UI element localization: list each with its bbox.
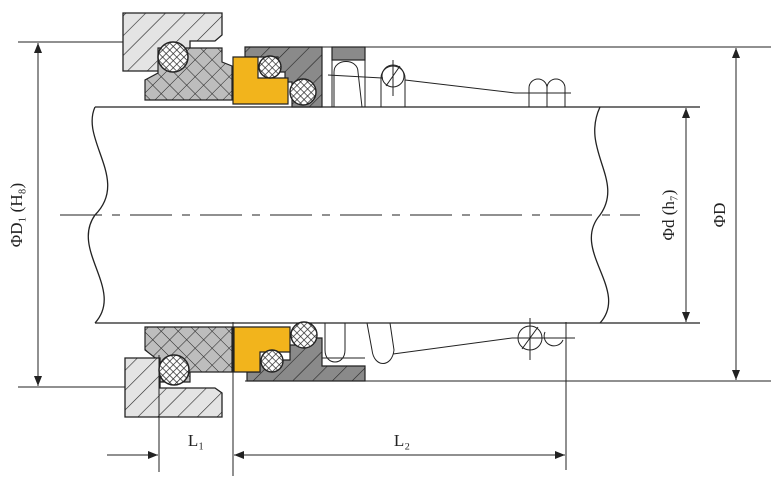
d1-label: ΦD₁ (H₈): [7, 183, 26, 247]
l1-label: L₁: [188, 431, 204, 450]
spring-top: [327, 46, 571, 108]
extension-lines: [158, 322, 567, 476]
spring-bottom: [322, 322, 575, 364]
o-ring-small-top: [258, 55, 282, 79]
o-ring-small-bottom: [260, 349, 284, 373]
outer-d-label: ΦD: [710, 203, 729, 228]
d-label: Φd (h₇): [659, 190, 678, 241]
o-ring-rotating-bottom: [290, 321, 318, 349]
shaft: [60, 106, 700, 324]
o-ring-rotating-top: [289, 78, 317, 106]
retainer-pin-top: [381, 60, 405, 96]
yellow-face-ring-bottom: [233, 326, 291, 373]
l2-label: L₂: [394, 431, 410, 450]
yellow-face-ring-top: [232, 56, 289, 105]
o-ring-seat-bottom: [158, 354, 190, 386]
retainer-pin-bottom: [517, 318, 543, 360]
o-ring-seat-top: [157, 41, 189, 73]
